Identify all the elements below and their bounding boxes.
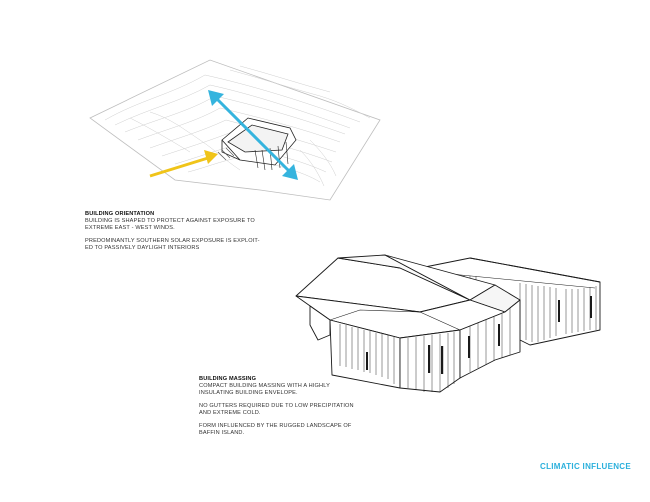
- orientation-block: BUILDING ORIENTATION BUILDING IS SHAPED …: [85, 211, 275, 258]
- building-massing: [295, 254, 601, 393]
- site-building: [221, 117, 297, 171]
- site-markers: [217, 147, 235, 161]
- orientation-line: BUILDING IS SHAPED TO PROTECT AGAINST EX…: [85, 218, 255, 224]
- site-plan: [89, 59, 381, 201]
- orientation-heading: BUILDING ORIENTATION: [85, 211, 155, 217]
- orientation-line: PREDOMINANTLY SOUTHERN SOLAR EXPOSURE IS…: [85, 238, 260, 244]
- massing-line: FORM INFLUENCED BY THE RUGGED LANDSCAPE …: [199, 423, 352, 429]
- wind-arrow-icon: [208, 90, 298, 180]
- massing-line: COMPACT BUILDING MASSING WITH A HIGHLY: [199, 383, 330, 389]
- page-title: CLIMATIC INFLUENCE: [540, 462, 632, 471]
- massing-heading: BUILDING MASSING: [199, 376, 257, 382]
- massing-line: BAFFIN ISLAND.: [199, 430, 245, 436]
- orientation-line: ED TO PASSIVELY DAYLIGHT INTERIORS: [85, 245, 200, 251]
- massing-line: AND EXTREME COLD.: [199, 410, 261, 416]
- orientation-line: EXTREME EAST - WEST WINDS.: [85, 225, 175, 231]
- massing-block: BUILDING MASSING COMPACT BUILDING MASSIN…: [199, 376, 389, 443]
- massing-line: NO GUTTERS REQUIRED DUE TO LOW PRECIPITA…: [199, 403, 354, 409]
- solar-arrow-icon: [149, 150, 218, 178]
- massing-line: INSULATING BUILDING ENVELOPE.: [199, 390, 298, 396]
